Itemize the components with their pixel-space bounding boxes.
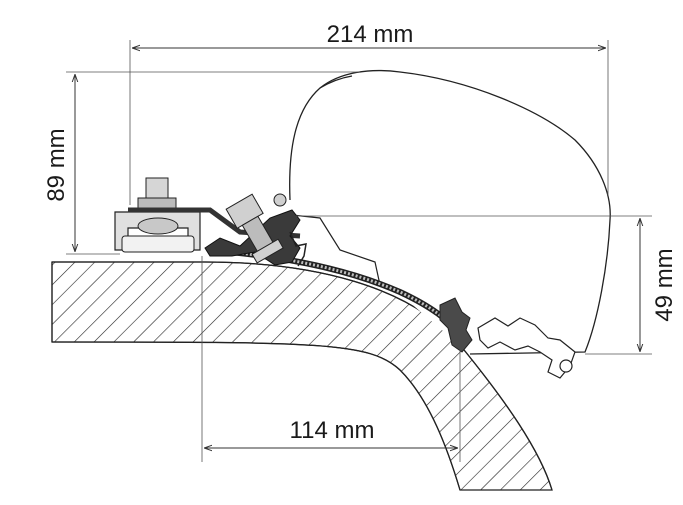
dim-label-114: 114 mm [290, 417, 375, 444]
housing-top-rib [319, 75, 353, 89]
dim-label-89: 89 mm [43, 128, 70, 201]
dim-mount-width: 114 mm [201, 256, 461, 462]
dim-label-49: 49 mm [651, 248, 678, 321]
rail-slot [121, 235, 195, 253]
dim-total-height: 89 mm [43, 71, 360, 255]
left-mount [114, 177, 301, 253]
dim-front-height: 49 mm [296, 215, 678, 355]
dim-total-width: 214 mm [129, 21, 609, 205]
c-rail [114, 211, 201, 251]
pivot-pin [273, 193, 287, 207]
angled-bolt [225, 193, 284, 264]
hook-profile [289, 231, 307, 267]
slider-nut [137, 217, 179, 235]
front-seal [477, 317, 576, 379]
roof-inner-edge [51, 341, 461, 491]
bolt-washer [137, 197, 177, 209]
seal-profile [477, 317, 576, 379]
center-bolt-assembly [204, 193, 307, 267]
bolt-head [145, 177, 169, 201]
awning-housing [289, 69, 611, 355]
dim-label-214: 214 mm [327, 21, 414, 48]
bolt-nut-lower [251, 238, 284, 264]
front-clamp [439, 297, 473, 353]
seal-hook [559, 359, 573, 373]
housing-shell [289, 69, 611, 355]
housing-inner-profile [291, 214, 381, 286]
